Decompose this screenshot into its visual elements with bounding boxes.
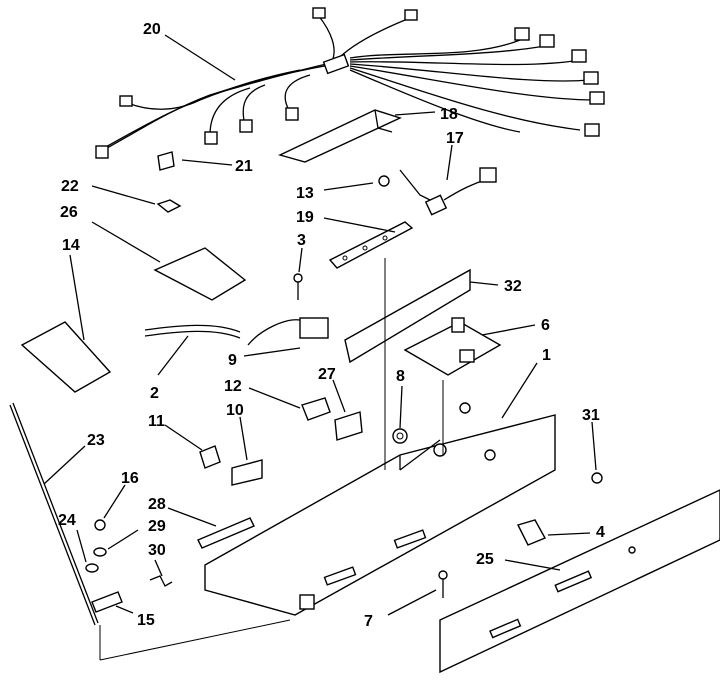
label-part-28: 28 <box>148 496 166 513</box>
label-part-22: 22 <box>61 178 79 195</box>
sensor-part-17 <box>399 167 497 216</box>
label-part-24: 24 <box>58 512 76 529</box>
label-part-1: 1 <box>542 347 551 364</box>
insulation-part-10 <box>231 459 263 486</box>
wire-harness-part-20 <box>95 7 605 159</box>
tube-part-2 <box>144 324 241 339</box>
label-part-23: 23 <box>87 432 105 449</box>
housing-part-1 <box>204 402 556 616</box>
label-part-3: 3 <box>297 232 306 249</box>
label-part-19: 19 <box>296 209 314 226</box>
screw-part-7 <box>438 570 448 598</box>
lamp-socket-part-4 <box>516 519 546 546</box>
label-part-13: 13 <box>296 185 314 202</box>
bracket-part-15 <box>91 591 123 613</box>
washer-part-24 <box>85 563 99 573</box>
washer-part-29 <box>93 547 107 557</box>
screw-part-3 <box>293 273 303 300</box>
label-part-6: 6 <box>541 317 550 334</box>
control-board-part-6 <box>403 317 502 376</box>
label-part-31: 31 <box>582 407 600 424</box>
label-part-2: 2 <box>150 385 159 402</box>
callout-labels: 20 18 17 21 22 13 19 26 3 14 32 6 2 9 1 … <box>58 21 605 630</box>
clip-part-11 <box>199 445 221 469</box>
label-part-4: 4 <box>596 524 605 541</box>
label-part-15: 15 <box>137 612 155 629</box>
bracket-part-28 <box>197 517 255 549</box>
label-part-18: 18 <box>440 106 458 123</box>
label-part-16: 16 <box>121 470 139 487</box>
cover-part-18 <box>278 109 402 163</box>
label-part-11: 11 <box>148 413 165 430</box>
label-part-9: 9 <box>228 352 237 369</box>
label-part-12: 12 <box>224 378 242 395</box>
bracket-part-19 <box>328 221 414 269</box>
panel-part-25 <box>439 489 720 674</box>
label-part-26: 26 <box>60 204 78 221</box>
cover-part-14 <box>20 321 112 393</box>
label-part-27: 27 <box>318 366 336 383</box>
label-part-30: 30 <box>148 542 166 559</box>
screw-part-31 <box>591 472 603 484</box>
label-part-7: 7 <box>364 613 373 630</box>
screw-part-13 <box>378 175 390 187</box>
insulation-part-27 <box>334 411 363 441</box>
label-part-32: 32 <box>504 278 522 295</box>
spring-part-30 <box>149 575 173 587</box>
label-part-8: 8 <box>396 368 405 385</box>
label-part-17: 17 <box>446 130 464 147</box>
leader-lines <box>43 34 597 661</box>
label-part-20: 20 <box>143 21 161 38</box>
label-part-29: 29 <box>148 518 166 535</box>
label-part-14: 14 <box>62 237 80 254</box>
switch-part-9 <box>247 317 329 346</box>
rod-part-23 <box>9 402 99 626</box>
label-part-21: 21 <box>235 158 253 175</box>
cover-part-26 <box>153 247 247 301</box>
bracket-part-12 <box>301 397 331 421</box>
label-part-25: 25 <box>476 551 494 568</box>
clip-part-22 <box>156 199 182 213</box>
label-part-10: 10 <box>226 402 244 419</box>
screw-part-16 <box>94 519 106 531</box>
grommet-part-8 <box>392 428 408 444</box>
plate-part-32 <box>344 268 471 364</box>
clip-part-21 <box>157 151 175 171</box>
